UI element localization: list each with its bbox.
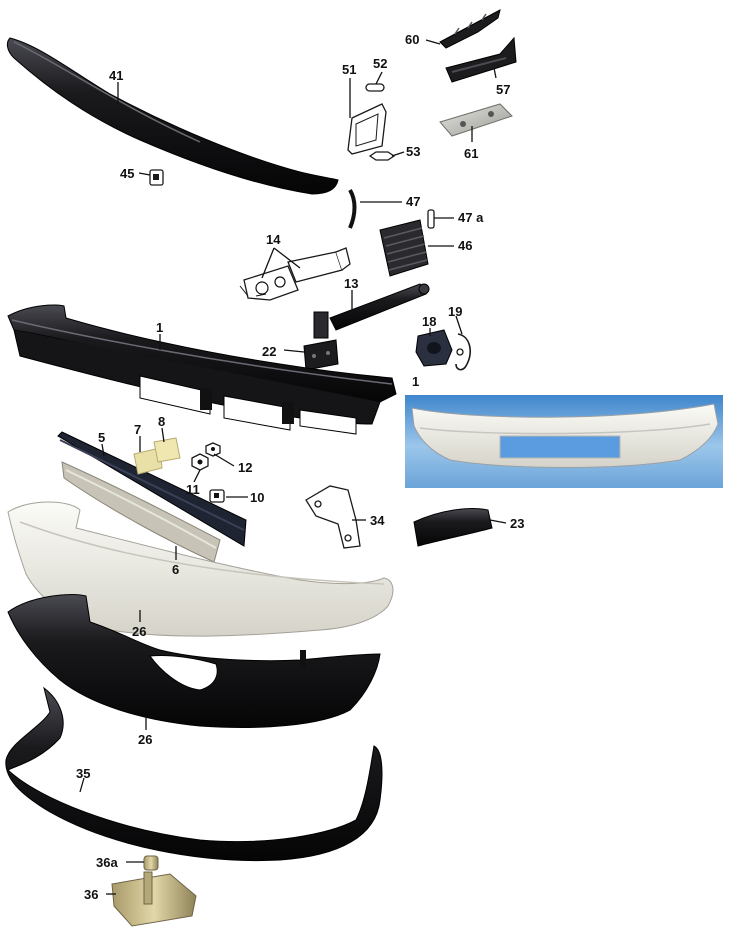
part-5-strip: [57, 431, 247, 547]
part-1-white-bumper-photo: [405, 395, 723, 488]
part-12-nut: [205, 442, 221, 457]
label-1-black: 1: [156, 320, 163, 335]
label-35: 35: [76, 766, 90, 781]
part-8-rubber-block: [153, 437, 181, 463]
label-45: 45: [120, 166, 134, 181]
part-53-clip: [368, 151, 396, 161]
part-57-bracket: [445, 36, 517, 83]
part-18-rubber-mount: [415, 329, 453, 367]
label-7: 7: [134, 422, 141, 437]
label-14: 14: [266, 232, 281, 247]
part-23-end-cap: [413, 508, 493, 547]
part-61-plate: [439, 103, 513, 137]
part-22-plate: [303, 339, 339, 371]
part-46-grille: [379, 219, 429, 277]
part-47-strip: [348, 188, 357, 229]
label-53: 53: [406, 144, 420, 159]
label-41: 41: [109, 68, 123, 83]
label-51: 51: [342, 62, 356, 77]
part-14-shock: [239, 247, 351, 301]
part-45-clip: [149, 169, 164, 186]
label-19: 19: [448, 304, 462, 319]
part-11-nut: [191, 453, 209, 471]
label-26-white: 26: [132, 624, 146, 639]
label-57: 57: [496, 82, 510, 97]
label-8: 8: [158, 414, 165, 429]
label-47: 47: [406, 194, 420, 209]
part-51-bracket: [347, 103, 387, 155]
part-13-support: [313, 283, 430, 339]
label-18: 18: [422, 314, 436, 329]
part-7-rubber-block: [133, 447, 163, 475]
label-46: 46: [458, 238, 472, 253]
part-1-black-bumper: [7, 304, 397, 435]
part-19-clamp: [455, 333, 471, 371]
part-60-strip: [439, 9, 501, 49]
label-34: 34: [370, 513, 385, 528]
label-52: 52: [373, 56, 387, 71]
part-36-bracket: [111, 871, 197, 927]
label-12: 12: [238, 460, 252, 475]
part-36a-spacer: [143, 855, 159, 871]
label-1-white: 1: [412, 374, 419, 389]
label-23: 23: [510, 516, 524, 531]
label-13: 13: [344, 276, 358, 291]
label-47a: 47 a: [458, 210, 484, 225]
part-10-clip: [209, 489, 225, 503]
label-5: 5: [98, 430, 105, 445]
leader-lines: [79, 39, 507, 895]
part-34-bracket: [305, 485, 361, 549]
part-47a-clip: [427, 209, 435, 229]
label-26-black: 26: [138, 732, 152, 747]
part-41-upper-trim: [6, 37, 339, 195]
callout-labels: 41 45 60 51 52 53 57 61 47 47 a 46 14 13…: [76, 32, 524, 902]
label-36a: 36a: [96, 855, 118, 870]
label-60: 60: [405, 32, 419, 47]
part-35-lip: [5, 686, 383, 861]
label-6: 6: [172, 562, 179, 577]
label-36: 36: [84, 887, 98, 902]
part-52-clip: [365, 83, 385, 92]
label-10: 10: [250, 490, 264, 505]
part-26-black-spoiler: [7, 594, 381, 728]
label-22: 22: [262, 344, 276, 359]
label-61: 61: [464, 146, 478, 161]
label-11: 11: [186, 482, 200, 497]
